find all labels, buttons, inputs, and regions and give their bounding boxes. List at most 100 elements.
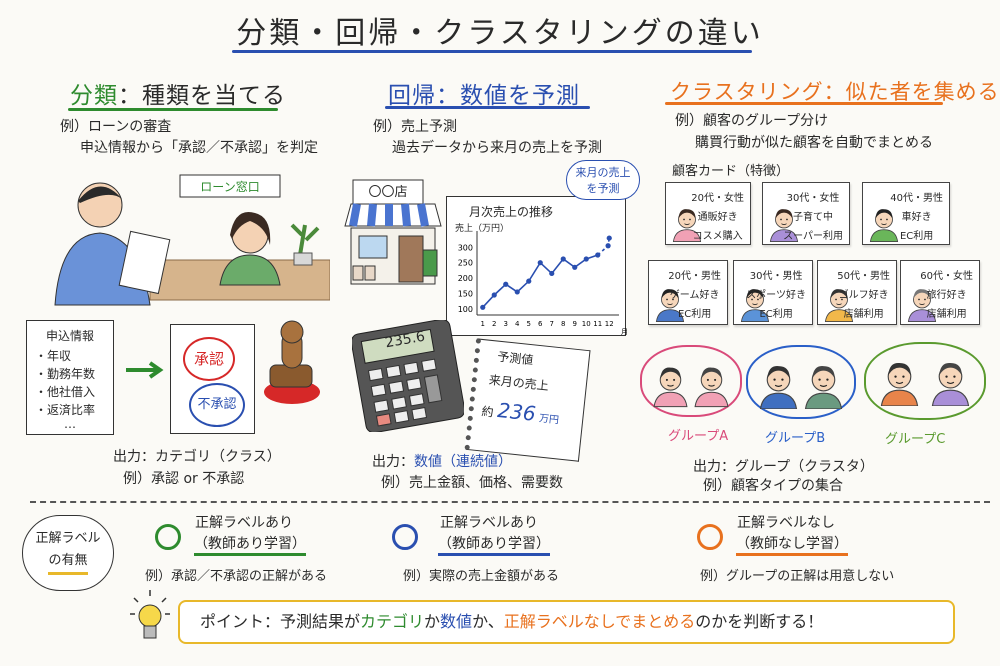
card-line: EC利用 [759,309,793,320]
person-avatar-icon [655,289,685,322]
point-category: カテゴリ [360,612,425,631]
label-line1: 正解ラベルなし [737,515,835,531]
forecast-speech-bubble: 来月の売上を予測 [566,160,640,200]
x-tick-label: 12 [605,320,614,328]
loan-counter-sign: ローン窓口 [200,180,260,194]
circle-mark-icon [392,524,418,550]
data-point [514,289,520,295]
label-line1: 正解ラベルあり [440,515,538,531]
title-underline [232,50,752,53]
arrow-right-icon [126,361,164,379]
card-text: 30代・女性子育て中スーパー利用 [783,189,843,246]
application-info-box: 申込情報 ・年収 ・勤務年数 ・他社借入 ・返済比率 … [26,320,114,435]
output-text: 出力：カテゴリ（クラス） [113,449,281,465]
customer-card: 20代・女性通販好きコスメ購入 [665,182,751,245]
decision-document: 承認 不承認 [170,324,255,434]
classification-heading: 分類：種類を当てる [70,76,286,110]
customer-card: 40代・男性車好き EC利用 [862,182,950,245]
card-line: 50代・男性 [837,271,890,282]
heading-rest: ：種類を当てる [118,83,286,109]
card-line: スポーツ好き [746,290,806,301]
point-callout: ポイント：予測結果がカテゴリか数値か、正解ラベルなしでまとめるのかを判断する！ [178,600,955,644]
card-line: 60代・女性 [920,271,973,282]
card-line: 店舗利用 [843,309,884,320]
cluster-group [640,345,742,417]
label-line1: 正解ラベルあり [195,515,293,531]
card-line: 子育て中 [793,212,834,223]
label-example: 例）グループの正解は用意しない [700,569,895,584]
card-line: 通販好き [697,212,738,223]
x-tick-label: 9 [573,320,577,328]
person-avatar-icon [759,366,798,410]
x-tick-label: 1 [481,320,485,328]
note-line: 来月の売上 [488,372,550,394]
group-label: グループA [668,429,729,444]
page-title: 分類・回帰・クラスタリングの違い [236,16,764,51]
person-avatar-icon [869,209,899,242]
output-value: 数値（連続値） [414,454,512,470]
info-item: ・勤務年数 [35,367,96,381]
y-tick-label: 300 [458,243,473,252]
calculator-icon [352,320,464,432]
heading-underline [665,102,943,105]
card-text: 40代・男性車好き EC利用 [890,189,943,246]
y-tick-label: 150 [458,289,473,298]
card-line: 30代・女性 [786,193,840,204]
output-example: 例）顧客タイプの集合 [703,478,843,494]
customer-card: 30代・女性子育て中スーパー利用 [762,182,850,245]
example-text: 例）顧客のグループ分け [675,113,829,129]
label-line2: （教師あり学習） [438,533,550,556]
card-line: 車好き [901,212,932,223]
card-line: 40代・男性 [890,193,943,204]
y-tick-label: 200 [458,274,473,283]
output-label: 出力： [372,454,414,470]
x-tick-label: 3 [504,320,508,328]
card-text: 20代・女性通販好きコスメ購入 [691,189,744,246]
example-detail: 申込情報から「承認／不承認」を判定 [80,140,318,156]
data-point [537,260,543,266]
card-line: スーパー利用 [783,231,843,242]
group-label: グループB [765,431,826,446]
card-line: コスメ購入 [692,231,743,242]
x-tick-label: 8 [561,320,565,328]
customer-card: 50代・男性ゴルフ好き店舗利用 [817,260,897,325]
label-example: 例）実際の売上金額がある [403,569,560,584]
data-point [549,270,555,277]
output-example: 例）売上金額、価格、需要数 [381,475,563,491]
lightbulb-icon [130,590,170,639]
store-sign: 〇〇店 [368,185,408,200]
example-detail: 購買行動が似た顧客を自動でまとめる [695,135,933,151]
x-tick-label: 10 [582,320,591,328]
data-point [526,278,532,284]
person-avatar-icon [880,362,919,407]
y-tick-label: 100 [458,305,473,314]
info-item: ・年収 [35,349,72,363]
card-line: 旅行好き [926,290,967,301]
person-avatar-icon [804,366,843,410]
customer-card: 60代・女性旅行好き店舗利用 [900,260,980,325]
x-tick-label: 6 [538,320,543,328]
loan-desk-illustration [54,174,330,306]
person-avatar-icon [653,367,688,408]
card-line: ゲーム好き [669,290,720,301]
rubber-stamp-icon [264,320,320,404]
data-point [503,281,509,287]
person-avatar-icon [824,289,854,322]
person-avatar-icon [931,362,970,407]
info-item: … [64,417,76,431]
cluster-group [746,345,856,419]
person-avatar-icon [694,367,729,408]
person-avatar-icon [672,209,702,242]
card-line: EC利用 [899,231,934,242]
x-tick-label: 2 [492,320,496,328]
forecast-notepad: 予測値 来月の売上 約 236 万円 [464,338,591,462]
data-point [480,304,486,310]
circle-mark-icon [155,524,181,550]
info-item: ・他社借入 [35,385,96,399]
y-axis-label: 売上（万円） [455,224,510,234]
chart-title: 月次売上の推移 [469,205,554,219]
point-text: か、 [472,612,504,631]
point-text: か [424,612,441,631]
